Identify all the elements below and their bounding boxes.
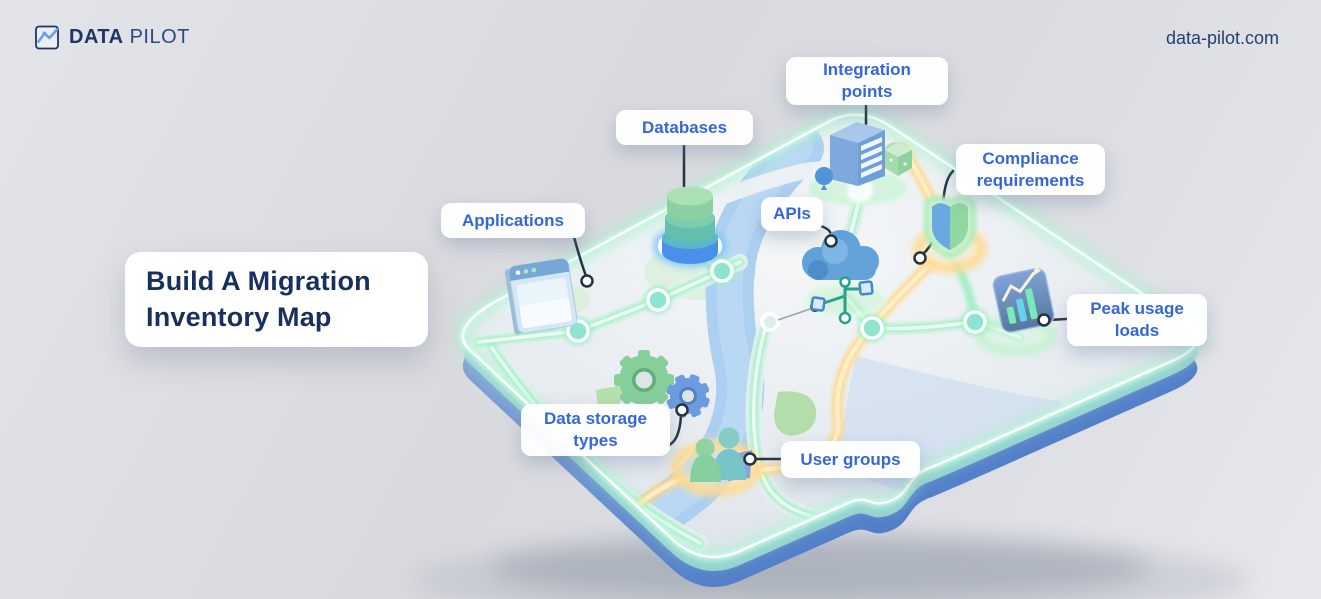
people-icon (690, 427, 752, 482)
line-chart-logo-icon (35, 25, 59, 50)
brand-name-light: PILOT (129, 26, 190, 48)
green-box-icon (885, 142, 912, 176)
label-applications: Applications (441, 203, 585, 238)
browser-window-icon (504, 258, 578, 335)
website-url: data-pilot.com (1165, 28, 1279, 48)
label-user-groups: User groups (781, 441, 920, 478)
label-integration-points: Integration points (786, 57, 948, 105)
label-data-storage-types: Data storage types (521, 404, 670, 456)
label-databases: Databases (616, 110, 753, 145)
label-peak-usage-loads: Peak usage loads (1067, 294, 1207, 346)
brand-name-bold: DATA (69, 26, 124, 48)
brand-logo: DATA PILOT (34, 24, 190, 51)
map-rim-glow (454, 106, 1206, 565)
label-apis: APIs (761, 197, 823, 231)
brand-name: DATA PILOT (69, 26, 190, 49)
database-stack-icon (662, 186, 718, 264)
title-line-2: Inventory Map (146, 301, 332, 332)
shield-icon (924, 195, 976, 260)
gears-icon (614, 350, 710, 418)
office-building-icon (815, 122, 912, 190)
title-card: Build A Migration Inventory Map (125, 252, 428, 347)
map-ground-shadow (410, 536, 1250, 599)
label-compliance-requirements: Compliance requirements (956, 144, 1105, 195)
title-line-1: Build A Migration (146, 265, 371, 296)
callout-connector-rings (580, 234, 1051, 466)
